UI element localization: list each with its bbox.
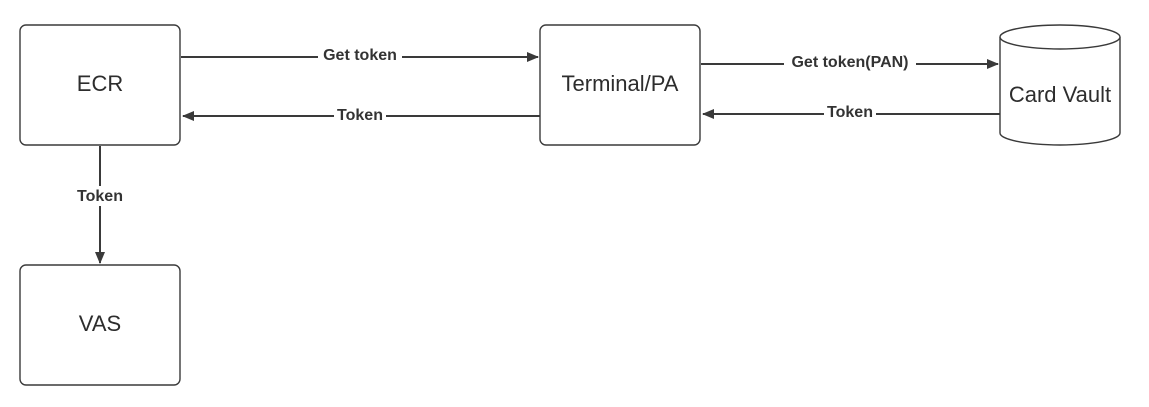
node-card-vault[interactable]: Card Vault bbox=[999, 24, 1121, 146]
node-terminal-label: Terminal/PA bbox=[562, 71, 679, 96]
edge-label-token-to-terminal: Token bbox=[827, 104, 873, 121]
edge-label-get-token: Get token bbox=[323, 47, 397, 64]
edge-terminal-to-vault: Get token(PAN) bbox=[701, 53, 999, 71]
node-ecr[interactable]: ECR bbox=[19, 24, 181, 146]
node-ecr-label: ECR bbox=[77, 71, 123, 96]
edge-ecr-to-vas: Token bbox=[72, 146, 128, 264]
node-vas[interactable]: VAS bbox=[19, 264, 181, 386]
node-card-vault-label: Card Vault bbox=[1009, 82, 1111, 107]
node-terminal[interactable]: Terminal/PA bbox=[539, 24, 701, 146]
edge-label-token-to-ecr: Token bbox=[337, 107, 383, 124]
edge-label-token-to-vas: Token bbox=[77, 188, 123, 205]
edge-label-get-token-pan: Get token(PAN) bbox=[791, 54, 908, 71]
node-vas-label: VAS bbox=[79, 311, 121, 336]
edge-ecr-to-terminal: Get token bbox=[181, 46, 539, 64]
edge-terminal-to-ecr: Token bbox=[182, 106, 540, 124]
edge-vault-to-terminal: Token bbox=[702, 103, 1000, 121]
